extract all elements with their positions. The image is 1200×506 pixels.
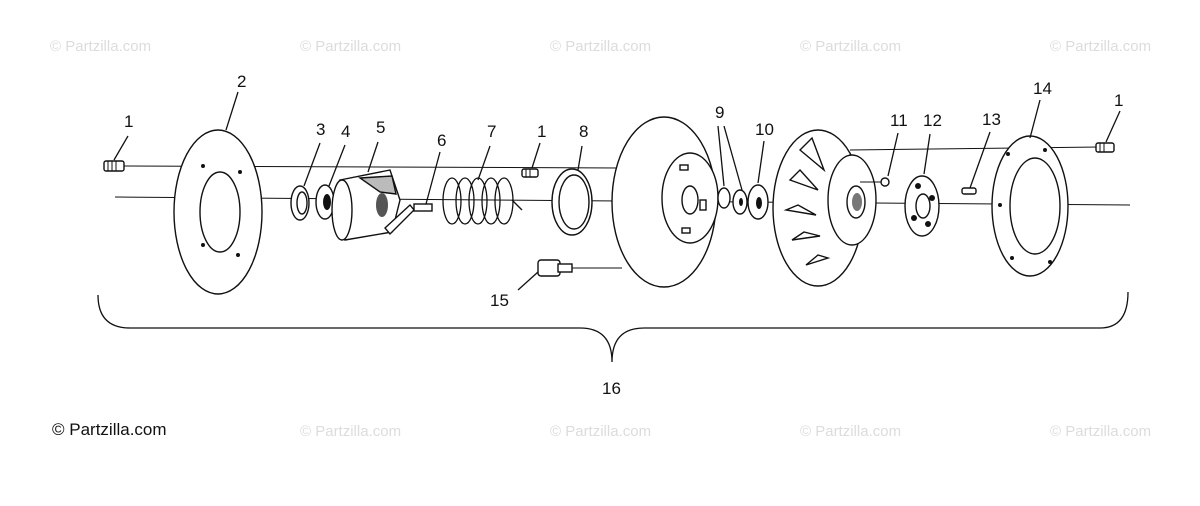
bolt-part-1-left	[103, 160, 125, 172]
watermark: © Partzilla.com	[300, 38, 402, 55]
screw-part-13	[961, 187, 977, 195]
watermark: © Partzilla.com	[800, 423, 902, 440]
cover-plate-part-14	[991, 135, 1069, 277]
sheave-disc	[611, 116, 719, 288]
watermark: © Partzilla.com	[300, 423, 402, 440]
callout-16: 16	[602, 379, 621, 398]
callout-1-mid: 1	[537, 122, 546, 141]
callout-13: 13	[982, 110, 1001, 129]
watermark: © Partzilla.com	[1050, 423, 1152, 440]
callout-12: 12	[923, 111, 942, 130]
washer-part-10	[747, 184, 769, 220]
callout-5: 5	[376, 118, 385, 137]
watermark: © Partzilla.com	[800, 38, 902, 55]
leader-lines	[113, 91, 1121, 291]
bolt-part-1-middle	[521, 168, 539, 178]
watermark: © Partzilla.com	[1050, 38, 1152, 55]
snap-ring-part-3	[290, 185, 310, 221]
pin-part-11	[860, 177, 890, 187]
callout-8: 8	[579, 122, 588, 141]
spring-part-7	[442, 177, 523, 225]
callout-15: 15	[490, 291, 509, 310]
callout-4: 4	[341, 122, 350, 141]
washers-part-9	[717, 187, 748, 215]
cover-plate-part-2	[173, 129, 263, 295]
callout-labels: 1 2 3 4 5 6 7 1 8 9 10 11 12 13 14 1 15 …	[124, 72, 1123, 398]
washer-part-4	[315, 184, 335, 220]
cam-part-5	[331, 169, 415, 241]
spider-part-12	[904, 175, 940, 237]
callout-3: 3	[316, 120, 325, 139]
callout-7: 7	[487, 122, 496, 141]
callout-11: 11	[890, 111, 908, 130]
copyright-text: © Partzilla.com	[52, 420, 167, 439]
watermark: © Partzilla.com	[50, 38, 152, 55]
fitting-part-15	[537, 259, 622, 277]
bushing-part-8	[551, 168, 593, 236]
moveable-sheave	[772, 129, 877, 287]
callout-1: 1	[124, 112, 133, 131]
callout-6: 6	[437, 131, 446, 150]
watermark: © Partzilla.com	[550, 423, 652, 440]
callout-2: 2	[237, 72, 246, 91]
watermark: © Partzilla.com	[550, 38, 652, 55]
assembly-bracket	[97, 291, 1129, 363]
callout-10: 10	[755, 120, 774, 139]
callout-1-right: 1	[1114, 91, 1123, 110]
bolt-part-1-right	[1095, 142, 1115, 153]
callout-9: 9	[715, 103, 724, 122]
callout-14: 14	[1033, 79, 1052, 98]
pin-part-6	[413, 203, 433, 212]
